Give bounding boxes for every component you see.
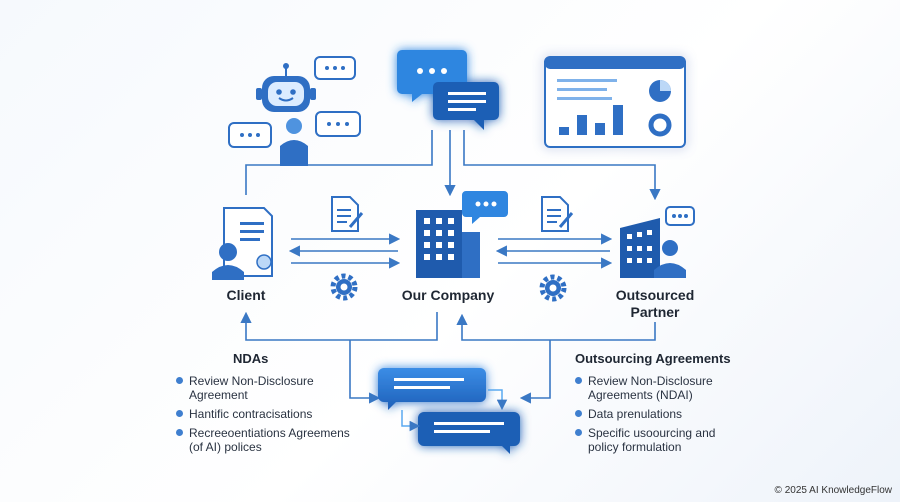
list-item: Data prenulations [575,407,750,421]
connector-lines [240,130,661,404]
bottom-chat-icon [378,368,520,454]
list-item: Recreeoentiations Agreemens (of AI) poli… [176,426,354,454]
document-icon [331,196,364,232]
building-icon [416,210,480,278]
person-icon [280,118,308,166]
client-node-icon [212,207,273,280]
outsourcing-list: Outsourcing Agreements Review Non-Disclo… [575,351,750,459]
building-icon [620,218,686,278]
dashboard-icon [544,56,686,148]
list-item: Specific usoourcing and policy formulati… [575,426,728,454]
central-chat-icon [397,50,499,130]
document-icon [541,196,574,232]
robot-assistant-group [228,56,361,166]
robot-icon [256,63,316,112]
partner-label: Outsourced Partner [615,287,695,320]
ndas-title: NDAs [233,351,269,366]
client-label: Client [226,287,266,303]
gear-icon [539,274,567,302]
outsourcing-title: Outsourcing Agreements [575,351,731,366]
chat-dots [240,66,349,137]
gear-icon [330,273,358,301]
copyright-footer: © 2025 AI KnowledgeFlow [774,485,892,496]
ndas-list: NDAs Review Non-Disclosure Agreement Han… [176,351,356,459]
chat-bubble-icon [665,206,695,226]
company-label: Our Company [401,287,495,303]
list-item: Hantific contracisations [176,407,356,421]
chat-bubble-icon [462,191,508,224]
list-item: Review Non-Disclosure Agreement [176,374,324,402]
bubble-connectors [401,389,508,432]
list-item: Review Non-Disclosure Agreements (NDAI) [575,374,728,402]
